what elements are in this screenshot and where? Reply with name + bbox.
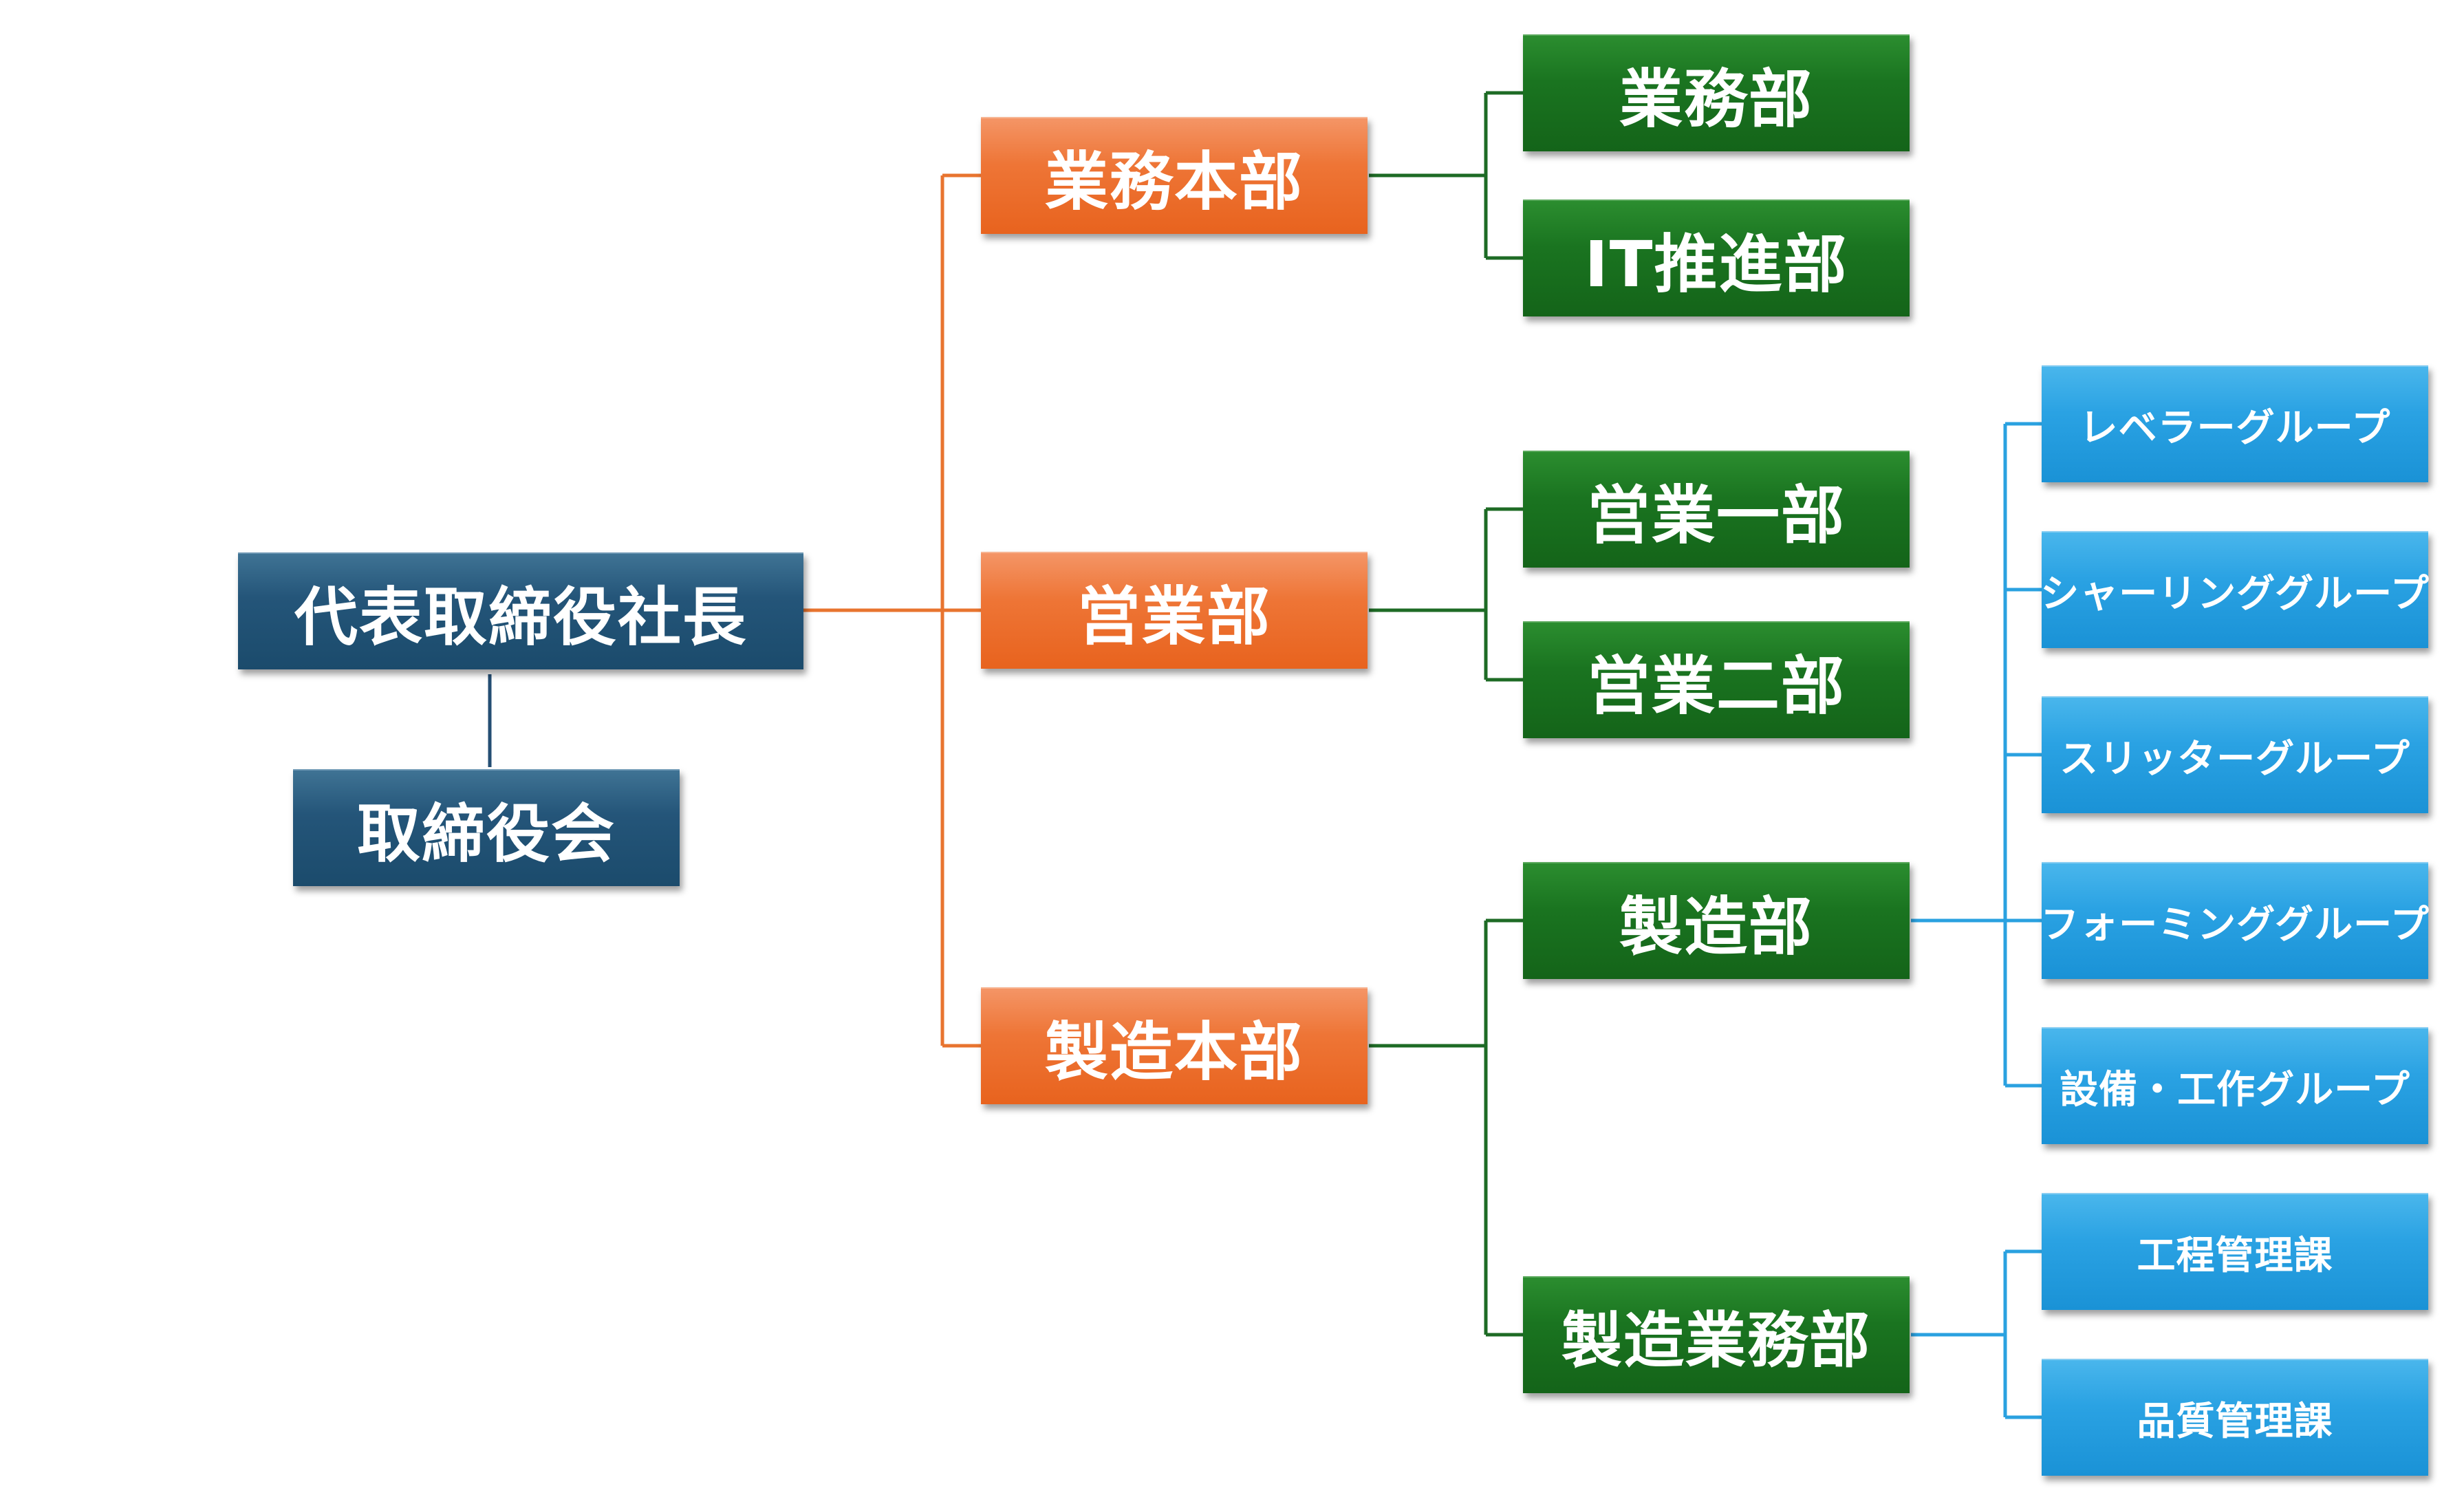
line-hq2-departments — [1369, 507, 1527, 682]
board-box: 取締役会 — [293, 769, 680, 886]
group-box: スリッターグループ — [2042, 696, 2428, 813]
section-box: 品質管理課 — [2042, 1359, 2428, 1476]
department-box: 製造業務部 — [1523, 1276, 1910, 1393]
department-box: 営業一部 — [1523, 451, 1910, 568]
group-box: フォーミンググループ — [2040, 862, 2429, 979]
group-box: レベラーグループ — [2042, 365, 2428, 482]
section-box: 工程管理課 — [2042, 1193, 2428, 1310]
headquarters-box: 業務本部 — [981, 117, 1368, 234]
headquarters-box: 製造本部 — [981, 987, 1368, 1104]
line-dept6-sections — [1911, 1249, 2046, 1419]
department-box: IT推進部 — [1523, 200, 1910, 316]
line-president-headquarters — [803, 173, 985, 1048]
department-box: 営業二部 — [1523, 621, 1910, 738]
department-box: 業務部 — [1523, 34, 1910, 151]
line-dept5-groups — [1911, 422, 2046, 1088]
group-box: 設備・工作グループ — [2042, 1027, 2428, 1144]
line-hq1-departments — [1369, 91, 1527, 260]
president-box: 代表取締役社長 — [238, 552, 803, 669]
group-box: シャーリンググループ — [2040, 531, 2429, 648]
department-box: 製造部 — [1523, 862, 1910, 979]
line-hq3-departments — [1369, 918, 1527, 1337]
headquarters-box: 営業部 — [981, 552, 1368, 669]
